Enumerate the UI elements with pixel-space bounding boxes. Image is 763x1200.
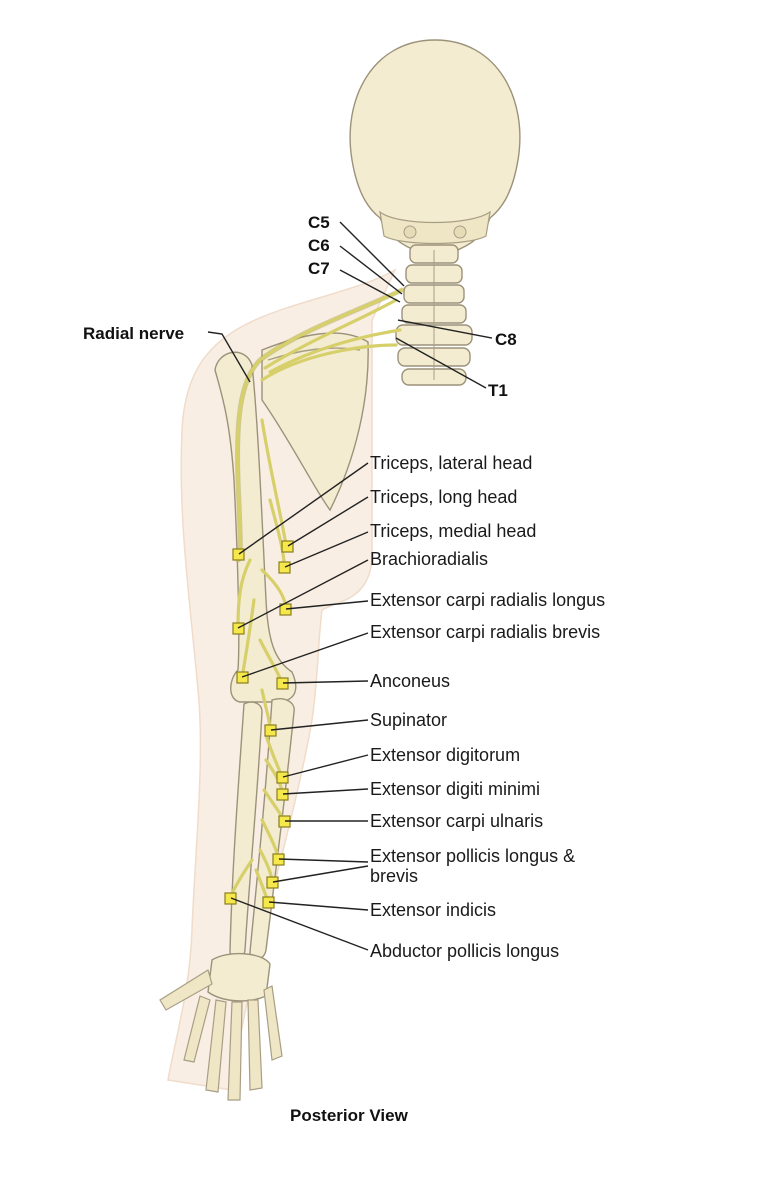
marker-triceps-lateral bbox=[232, 548, 245, 561]
marker-ext-digitorum bbox=[276, 771, 289, 784]
marker-supinator bbox=[264, 724, 277, 737]
label-radial-nerve: Radial nerve bbox=[83, 324, 184, 343]
label-epl-line1: Extensor pollicis longus & bbox=[370, 846, 575, 866]
label-ext-digitorum: Extensor digitorum bbox=[370, 745, 520, 765]
label-ecr-brevis: Extensor carpi radialis brevis bbox=[370, 622, 600, 642]
label-abd-pollicis-longus: Abductor pollicis longus bbox=[370, 941, 559, 961]
label-epl-line2: brevis bbox=[370, 866, 418, 886]
hand-bones bbox=[159, 952, 283, 1101]
label-triceps-medial: Triceps, medial head bbox=[370, 521, 536, 541]
label-ecr-longus: Extensor carpi radialis longus bbox=[370, 590, 605, 610]
marker-triceps-medial bbox=[278, 561, 291, 574]
label-triceps-long: Triceps, long head bbox=[370, 487, 517, 507]
skull bbox=[349, 39, 521, 253]
forearm-bones bbox=[229, 698, 295, 960]
marker-triceps-long bbox=[281, 540, 294, 553]
marker-ext-digiti-minimi bbox=[276, 788, 289, 801]
label-ext-digiti-minimi: Extensor digiti minimi bbox=[370, 779, 540, 799]
marker-epl-2 bbox=[266, 876, 279, 889]
label-brachioradialis: Brachioradialis bbox=[370, 549, 488, 569]
marker-ecr-longus bbox=[279, 603, 292, 616]
view-caption: Posterior View bbox=[290, 1106, 409, 1125]
spinal-root-labels: C5 C6 C7 C8 T1 bbox=[308, 213, 517, 400]
vertebral-column bbox=[395, 244, 473, 386]
leader-lines bbox=[207, 221, 493, 951]
label-c8: C8 bbox=[495, 330, 517, 349]
label-anconeus: Anconeus bbox=[370, 671, 450, 691]
label-ext-carpi-ulnaris: Extensor carpi ulnaris bbox=[370, 811, 543, 831]
humerus bbox=[214, 351, 297, 703]
label-c7: C7 bbox=[308, 259, 330, 278]
marker-abd-pollicis bbox=[224, 892, 237, 905]
muscle-labels: Triceps, lateral head Triceps, long head… bbox=[370, 453, 605, 961]
label-t1: T1 bbox=[488, 381, 508, 400]
label-c6: C6 bbox=[308, 236, 330, 255]
label-supinator: Supinator bbox=[370, 710, 447, 730]
label-ext-indicis: Extensor indicis bbox=[370, 900, 496, 920]
label-c5: C5 bbox=[308, 213, 330, 232]
label-triceps-lateral: Triceps, lateral head bbox=[370, 453, 532, 473]
